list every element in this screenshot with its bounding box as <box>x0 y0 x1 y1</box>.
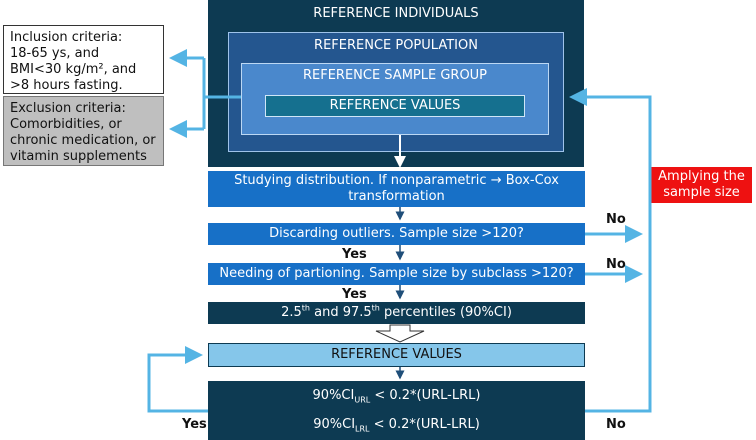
outliers-step: Discarding outliers. Sample size >120? <box>208 223 585 245</box>
criteria-bracket-arrows <box>169 49 241 138</box>
hollow-down-arrow <box>375 324 425 343</box>
distribution-step: Studying distribution. If nonparametric … <box>208 171 585 207</box>
ci-check-box: 90%CIURL < 0.2*(URL-LRL) 90%CILRL < 0.2*… <box>208 381 585 440</box>
reference-population-title: REFERENCE POPULATION <box>314 38 478 53</box>
reference-values-inner-box: REFERENCE VALUES <box>265 95 525 117</box>
partitioning-step: Needing of partioning. Sample size by su… <box>208 263 585 285</box>
reference-sample-group-title: REFERENCE SAMPLE GROUP <box>302 68 488 83</box>
yes-loop-arrow <box>147 346 208 413</box>
no-label-outliers: No <box>606 212 626 227</box>
reference-values-box: REFERENCE VALUES <box>208 343 585 367</box>
percentiles-step: 2.5th and 97.5th percentiles (90%CI) <box>208 302 585 324</box>
no-label-partitioning: No <box>606 257 626 272</box>
reference-individuals-title: REFERENCE INDIVIDUALS <box>313 6 479 21</box>
distribution-step-line-1: Studying distribution. If nonparametric … <box>234 173 559 188</box>
percentiles-text: 2.5th and 97.5th percentiles (90%CI) <box>281 303 512 320</box>
lrl-ci-condition: 90%CILRL < 0.2*(URL-LRL) <box>313 417 480 434</box>
no-label-loop: No <box>606 417 626 432</box>
url-ci-condition: 90%CIURL < 0.2*(URL-LRL) <box>312 387 481 405</box>
yes-label-partitioning: Yes <box>342 287 367 302</box>
exclusion-criteria-box: Exclusion criteria: Comorbidities, or ch… <box>3 96 164 166</box>
no-loop-arrows <box>569 88 652 413</box>
yes-label-loop: Yes <box>182 417 207 432</box>
distribution-step-line-2: transformation <box>348 189 445 204</box>
amplify-sample-size-box: Amplying the sample size <box>651 167 752 203</box>
inclusion-criteria-box: Inclusion criteria: 18-65 ys, and BMI<30… <box>3 25 164 94</box>
yes-label-outliers: Yes <box>342 247 367 262</box>
